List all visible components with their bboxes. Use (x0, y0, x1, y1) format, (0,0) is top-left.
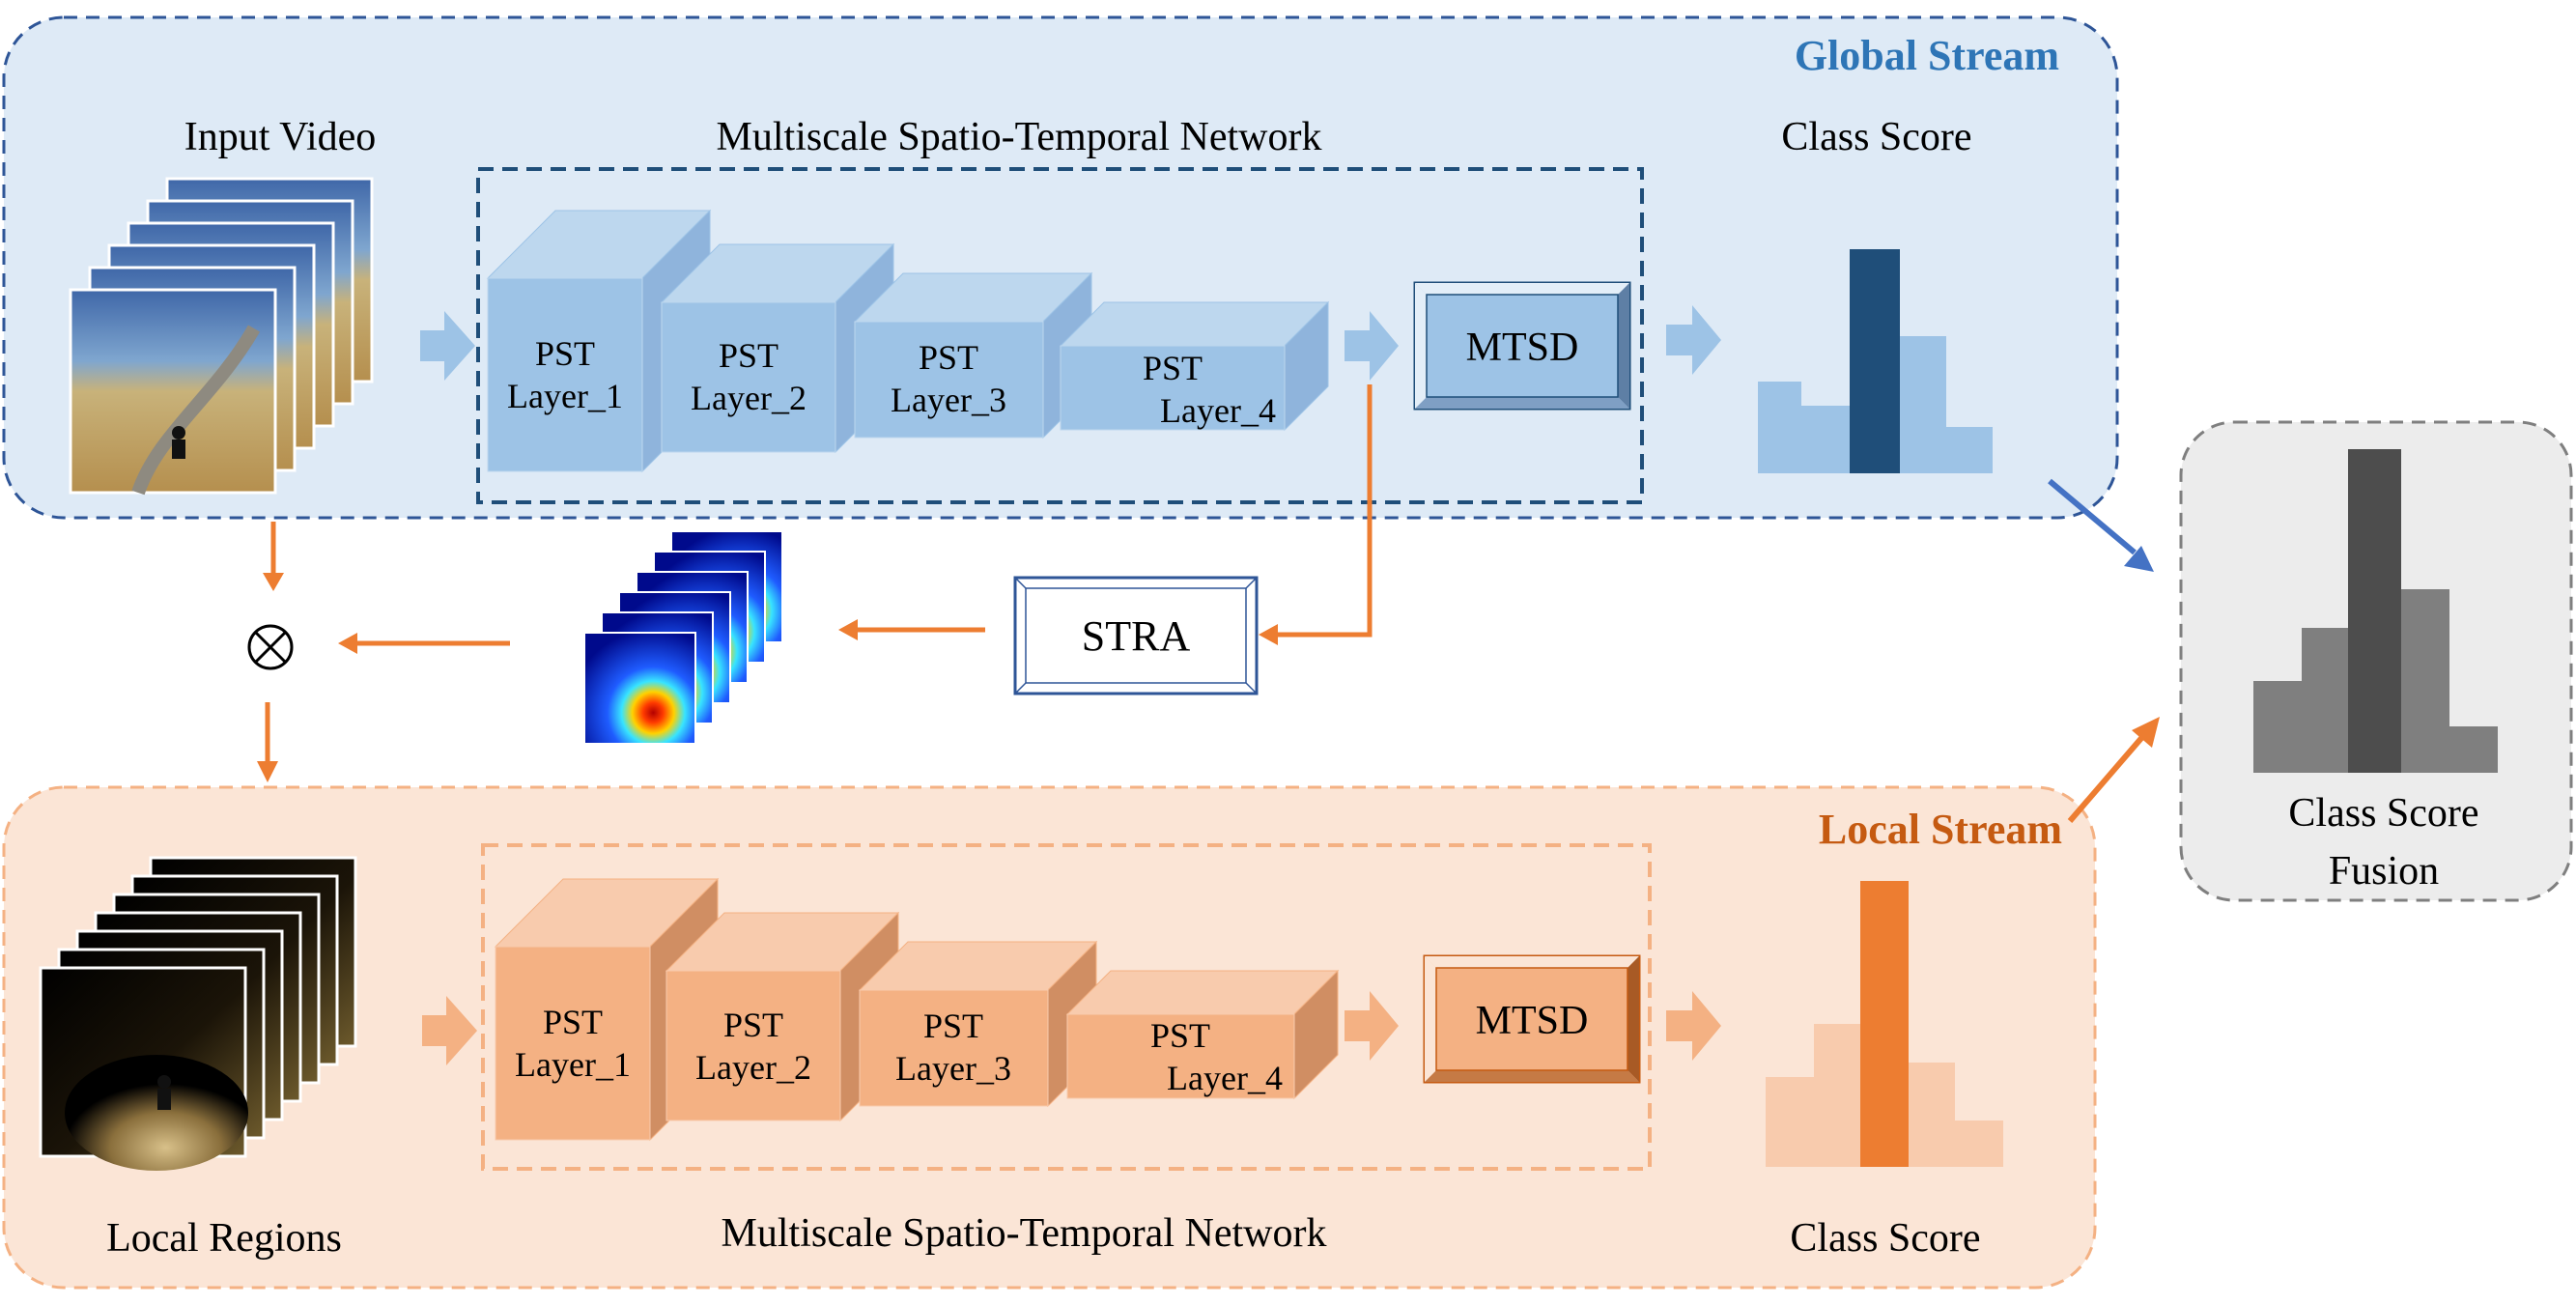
stra-module: STRA (1013, 576, 1259, 695)
local-region-frame (39, 966, 248, 1171)
video-frame (69, 288, 277, 496)
fusion-class-score-chart (2253, 449, 2498, 773)
global-pst-layer-3: PST Layer_3 (853, 271, 1093, 440)
local-pst-layer-1-line2: Layer_1 (515, 1045, 631, 1084)
local-pst-layer-3-line2: Layer_3 (895, 1049, 1011, 1088)
fusion-score-bar (2348, 449, 2401, 773)
fusion-score-bar (2302, 628, 2348, 773)
multiply-to-local-arrowhead (257, 761, 278, 782)
global-to-fusion-arrowhead (2124, 546, 2154, 572)
local-stream-title: Local Stream (1819, 806, 2062, 853)
global-score-bar (1801, 406, 1850, 473)
local-regions-label: Local Regions (106, 1216, 342, 1261)
local-pst-layer-1-line1: PST (543, 1003, 603, 1041)
global-class-score-chart (1758, 249, 1993, 473)
local-score-bar (1814, 1024, 1860, 1167)
local-pst-layer-4-line1: PST (1150, 1016, 1210, 1055)
local-input-arrow (422, 996, 477, 1065)
local-to-fusion-connector (2067, 735, 2145, 823)
local-region-frames (39, 856, 357, 1171)
local-mtsd-label: MTSD (1476, 999, 1589, 1043)
global-network-label: Multiscale Spatio-Temporal Network (717, 115, 1322, 159)
global-pst-layer-3-line2: Layer_3 (891, 381, 1006, 419)
fusion-score-bar (2253, 681, 2302, 773)
local-class-score-chart (1766, 881, 2003, 1167)
global-mtsd-box: MTSD (1413, 281, 1631, 411)
heatmap-to-multiply-arrowhead (338, 633, 357, 654)
local-pst-layer-3-line1: PST (923, 1007, 983, 1045)
global-pst-layer-4-line1: PST (1143, 349, 1203, 387)
local-pst-layer-4: PST Layer_4 (1065, 969, 1340, 1100)
fusion-score-bar (2401, 589, 2449, 773)
fusion-panel: Class Score Fusion (2179, 420, 2573, 902)
heatmap-frame (583, 632, 696, 745)
feature-to-stra-connector (1273, 384, 1373, 638)
multiply-operator (247, 624, 294, 670)
local-score-bar (1909, 1063, 1955, 1167)
attention-heatmap-stack (583, 530, 783, 745)
local-network-label: Multiscale Spatio-Temporal Network (722, 1211, 1327, 1256)
feature-to-stra-arrowhead (1259, 624, 1278, 645)
attention-path: STRA (247, 384, 1373, 782)
global-pst-layer-2-line2: Layer_2 (691, 379, 807, 417)
global-score-bar (1850, 249, 1900, 473)
global-mtsd-arrow (1345, 311, 1399, 381)
local-mtsd-arrow (1345, 991, 1399, 1061)
global-score-bar (1758, 382, 1801, 473)
global-score-arrow (1666, 305, 1721, 375)
local-mtsd-box: MTSD (1423, 954, 1641, 1084)
local-stream-panel: Local Stream Local Regions Multiscale Sp… (2, 785, 2097, 1290)
local-pst-layer-2-line2: Layer_2 (695, 1048, 811, 1087)
global-network-box (476, 167, 1644, 504)
global-pst-layer-3-line1: PST (919, 338, 978, 377)
fusion-score-bar (2449, 726, 2498, 773)
global-mtsd-label: MTSD (1466, 326, 1579, 370)
local-network-box (481, 843, 1652, 1171)
local-score-bar (1766, 1077, 1814, 1167)
global-pst-layer-1-line2: Layer_1 (507, 377, 623, 415)
input-video-frames (69, 177, 374, 496)
global-pst-layer-2: PST Layer_2 (660, 242, 895, 454)
fusion-label-line2: Fusion (2329, 849, 2439, 894)
fusion-label-line1: Class Score (2288, 791, 2478, 836)
stra-to-heatmap-arrowhead (838, 619, 858, 640)
global-pst-layer-2-line1: PST (719, 336, 778, 375)
global-input-arrow (420, 311, 475, 381)
global-pst-layer-1-line1: PST (535, 334, 595, 373)
local-pst-layer-2-line1: PST (723, 1006, 783, 1044)
global-pst-layer-4-line2: Layer_4 (1160, 391, 1276, 430)
global-class-score-label: Class Score (1781, 115, 1971, 159)
video-to-multiply-arrowhead (263, 573, 284, 591)
global-score-bar (1946, 427, 1993, 473)
local-score-bar (1955, 1121, 2003, 1167)
global-stream-title: Global Stream (1795, 32, 2059, 79)
local-to-fusion-arrowhead (2132, 717, 2160, 748)
input-video-label: Input Video (184, 115, 377, 159)
global-to-fusion-connector (2048, 478, 2137, 555)
local-score-arrow (1666, 991, 1721, 1061)
local-score-bar (1860, 881, 1909, 1167)
stra-label: STRA (1082, 612, 1191, 660)
global-score-bar (1900, 336, 1946, 473)
local-pst-layer-3: PST Layer_3 (858, 940, 1098, 1108)
local-pst-layer-4-line2: Layer_4 (1167, 1059, 1283, 1097)
global-pst-layer-4: PST Layer_4 (1059, 300, 1330, 432)
local-class-score-label: Class Score (1790, 1216, 1980, 1261)
global-stream-panel: Global Stream Input Video Multiscale Spa… (2, 15, 2119, 520)
